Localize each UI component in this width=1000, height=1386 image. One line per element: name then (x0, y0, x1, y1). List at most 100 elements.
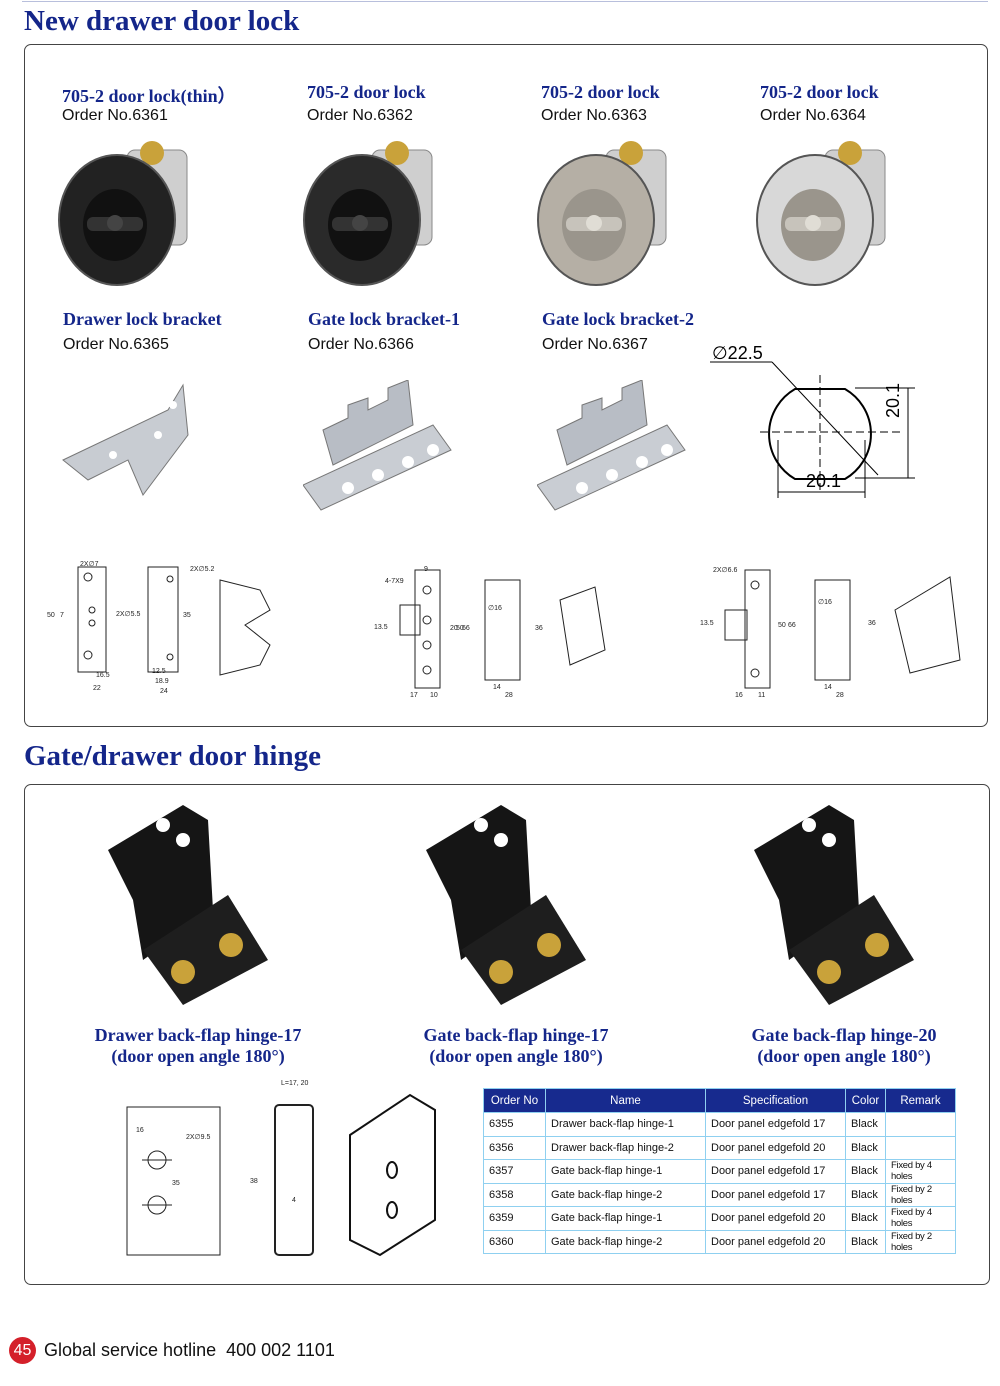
dimension-label: 35 (172, 1180, 180, 1187)
dimension-label: 2X∅7 (80, 561, 99, 568)
hotline-label: Global service hotline (44, 1340, 217, 1360)
table-cell: Black (845, 1135, 886, 1160)
table-cell: Door panel edgefold 20 (705, 1135, 846, 1160)
lock-title: 705-2 door lock(thin） (62, 86, 236, 106)
table-cell: Black (845, 1112, 886, 1137)
hinge-caption: Gate back-flap hinge-20(door open angle … (704, 1025, 984, 1067)
bracket-title: Gate lock bracket-1 (308, 309, 460, 329)
section-title-door-lock: New drawer door lock (24, 5, 300, 37)
dimension-label: 66 (788, 622, 796, 629)
bracket-title: Drawer lock bracket (63, 309, 222, 329)
table-cell: 6358 (483, 1182, 546, 1207)
hinge-caption: Gate back-flap hinge-17(door open angle … (376, 1025, 656, 1067)
dimension-label: 4-7X9 (385, 578, 404, 585)
section-title-hinge: Gate/drawer door hinge (24, 740, 321, 772)
dimension-label: L=17, 20 (281, 1080, 309, 1087)
bracket-order-no: Order No.6367 (542, 336, 648, 353)
dimension-label: ∅16 (818, 599, 832, 606)
table-cell: Fixed by 4 holes (885, 1159, 956, 1184)
cutout-diagram (710, 361, 915, 498)
bracket-image (536, 379, 697, 520)
dimension-label: 13.5 (374, 624, 388, 631)
bracket-image (302, 379, 463, 520)
page-number-badge: 45 (9, 1337, 36, 1364)
hinge-note: (door open angle 180°) (429, 1046, 603, 1066)
dimension-label: 2X∅9.5 (186, 1134, 211, 1141)
table-header: Color (845, 1088, 886, 1113)
lock-title: 705-2 door lock (760, 82, 879, 102)
table-cell: Gate back-flap hinge-1 (545, 1159, 706, 1184)
dimension-label: 16 (136, 1127, 144, 1134)
lock-order-no: Order No.6363 (541, 107, 647, 124)
table-cell: Door panel edgefold 17 (705, 1159, 846, 1184)
lock-image (755, 135, 915, 295)
top-rule (22, 1, 988, 2)
table-cell: Drawer back-flap hinge-1 (545, 1112, 706, 1137)
dimension-label: 36 (868, 620, 876, 627)
table-cell (885, 1135, 956, 1160)
drawing-gate-bracket-1 (399, 569, 606, 689)
dimension-label: 66 (462, 625, 470, 632)
lock-order-no: Order No.6364 (760, 107, 866, 124)
lock-order-no: Order No.6362 (307, 107, 413, 124)
hinge-note: (door open angle 180°) (757, 1046, 931, 1066)
hinge-panel (24, 784, 990, 1285)
hinge-image (749, 800, 939, 1015)
lock-title: 705-2 door lock (541, 82, 660, 102)
dimension-label: 36 (535, 625, 543, 632)
table-cell: 6359 (483, 1206, 546, 1231)
table-cell: 6360 (483, 1229, 546, 1254)
table-cell: 6356 (483, 1135, 546, 1160)
hinge-name: Drawer back-flap hinge-17 (94, 1025, 302, 1045)
dimension-label: 9 (424, 566, 428, 573)
dimension-label: 2X∅5.5 (116, 611, 141, 618)
table-cell: Drawer back-flap hinge-2 (545, 1135, 706, 1160)
table-cell (885, 1112, 956, 1137)
dimension-label: 2X∅6.6 (713, 567, 738, 574)
lock-title: 705-2 door lock (307, 82, 426, 102)
dimension-label: 2X∅5.2 (190, 566, 215, 573)
dimension-label: 20 (450, 625, 458, 632)
dimension-label: 7 (60, 612, 64, 619)
dimension-label: 14 (824, 684, 832, 691)
dimension-label: 50 (778, 622, 786, 629)
drawing-hinge (126, 1093, 436, 1257)
drawing-gate-bracket-2 (724, 569, 961, 689)
dimension-label: 50 (456, 625, 464, 632)
dimension-label: 22 (93, 685, 101, 692)
table-cell: Door panel edgefold 20 (705, 1206, 846, 1231)
dimension-label: 28 (836, 692, 844, 699)
footer-hotline: Global service hotline 400 002 1101 (44, 1340, 335, 1361)
dimension-label: 35 (183, 612, 191, 619)
table-header: Specification (705, 1088, 846, 1113)
door-lock-panel (24, 44, 988, 727)
table-header: Name (545, 1088, 706, 1113)
cutout-width: 20.1 (806, 471, 842, 491)
dimension-label: 17 (410, 692, 418, 699)
hinge-image (103, 800, 293, 1015)
bracket-image (58, 380, 218, 520)
table-cell: Black (845, 1159, 886, 1184)
dimension-label: 24 (160, 688, 168, 695)
hinge-note: (door open angle 180°) (111, 1046, 285, 1066)
dimension-label: 16 (735, 692, 743, 699)
dimension-label: 14 (493, 684, 501, 691)
table-cell: Door panel edgefold 17 (705, 1182, 846, 1207)
bracket-title: Gate lock bracket-2 (542, 309, 694, 329)
table-cell: Fixed by 2 holes (885, 1182, 956, 1207)
table-cell: 6355 (483, 1112, 546, 1137)
table-header: Order No (483, 1088, 546, 1113)
table-cell: Black (845, 1182, 886, 1207)
dimension-label: ∅16 (488, 605, 502, 612)
hinge-caption: Drawer back-flap hinge-17(door open angl… (58, 1025, 338, 1067)
table-cell: Door panel edgefold 20 (705, 1229, 846, 1254)
bracket-order-no: Order No.6366 (308, 336, 414, 353)
dimension-label: 11 (758, 692, 766, 699)
drawing-drawer-bracket (77, 566, 271, 676)
